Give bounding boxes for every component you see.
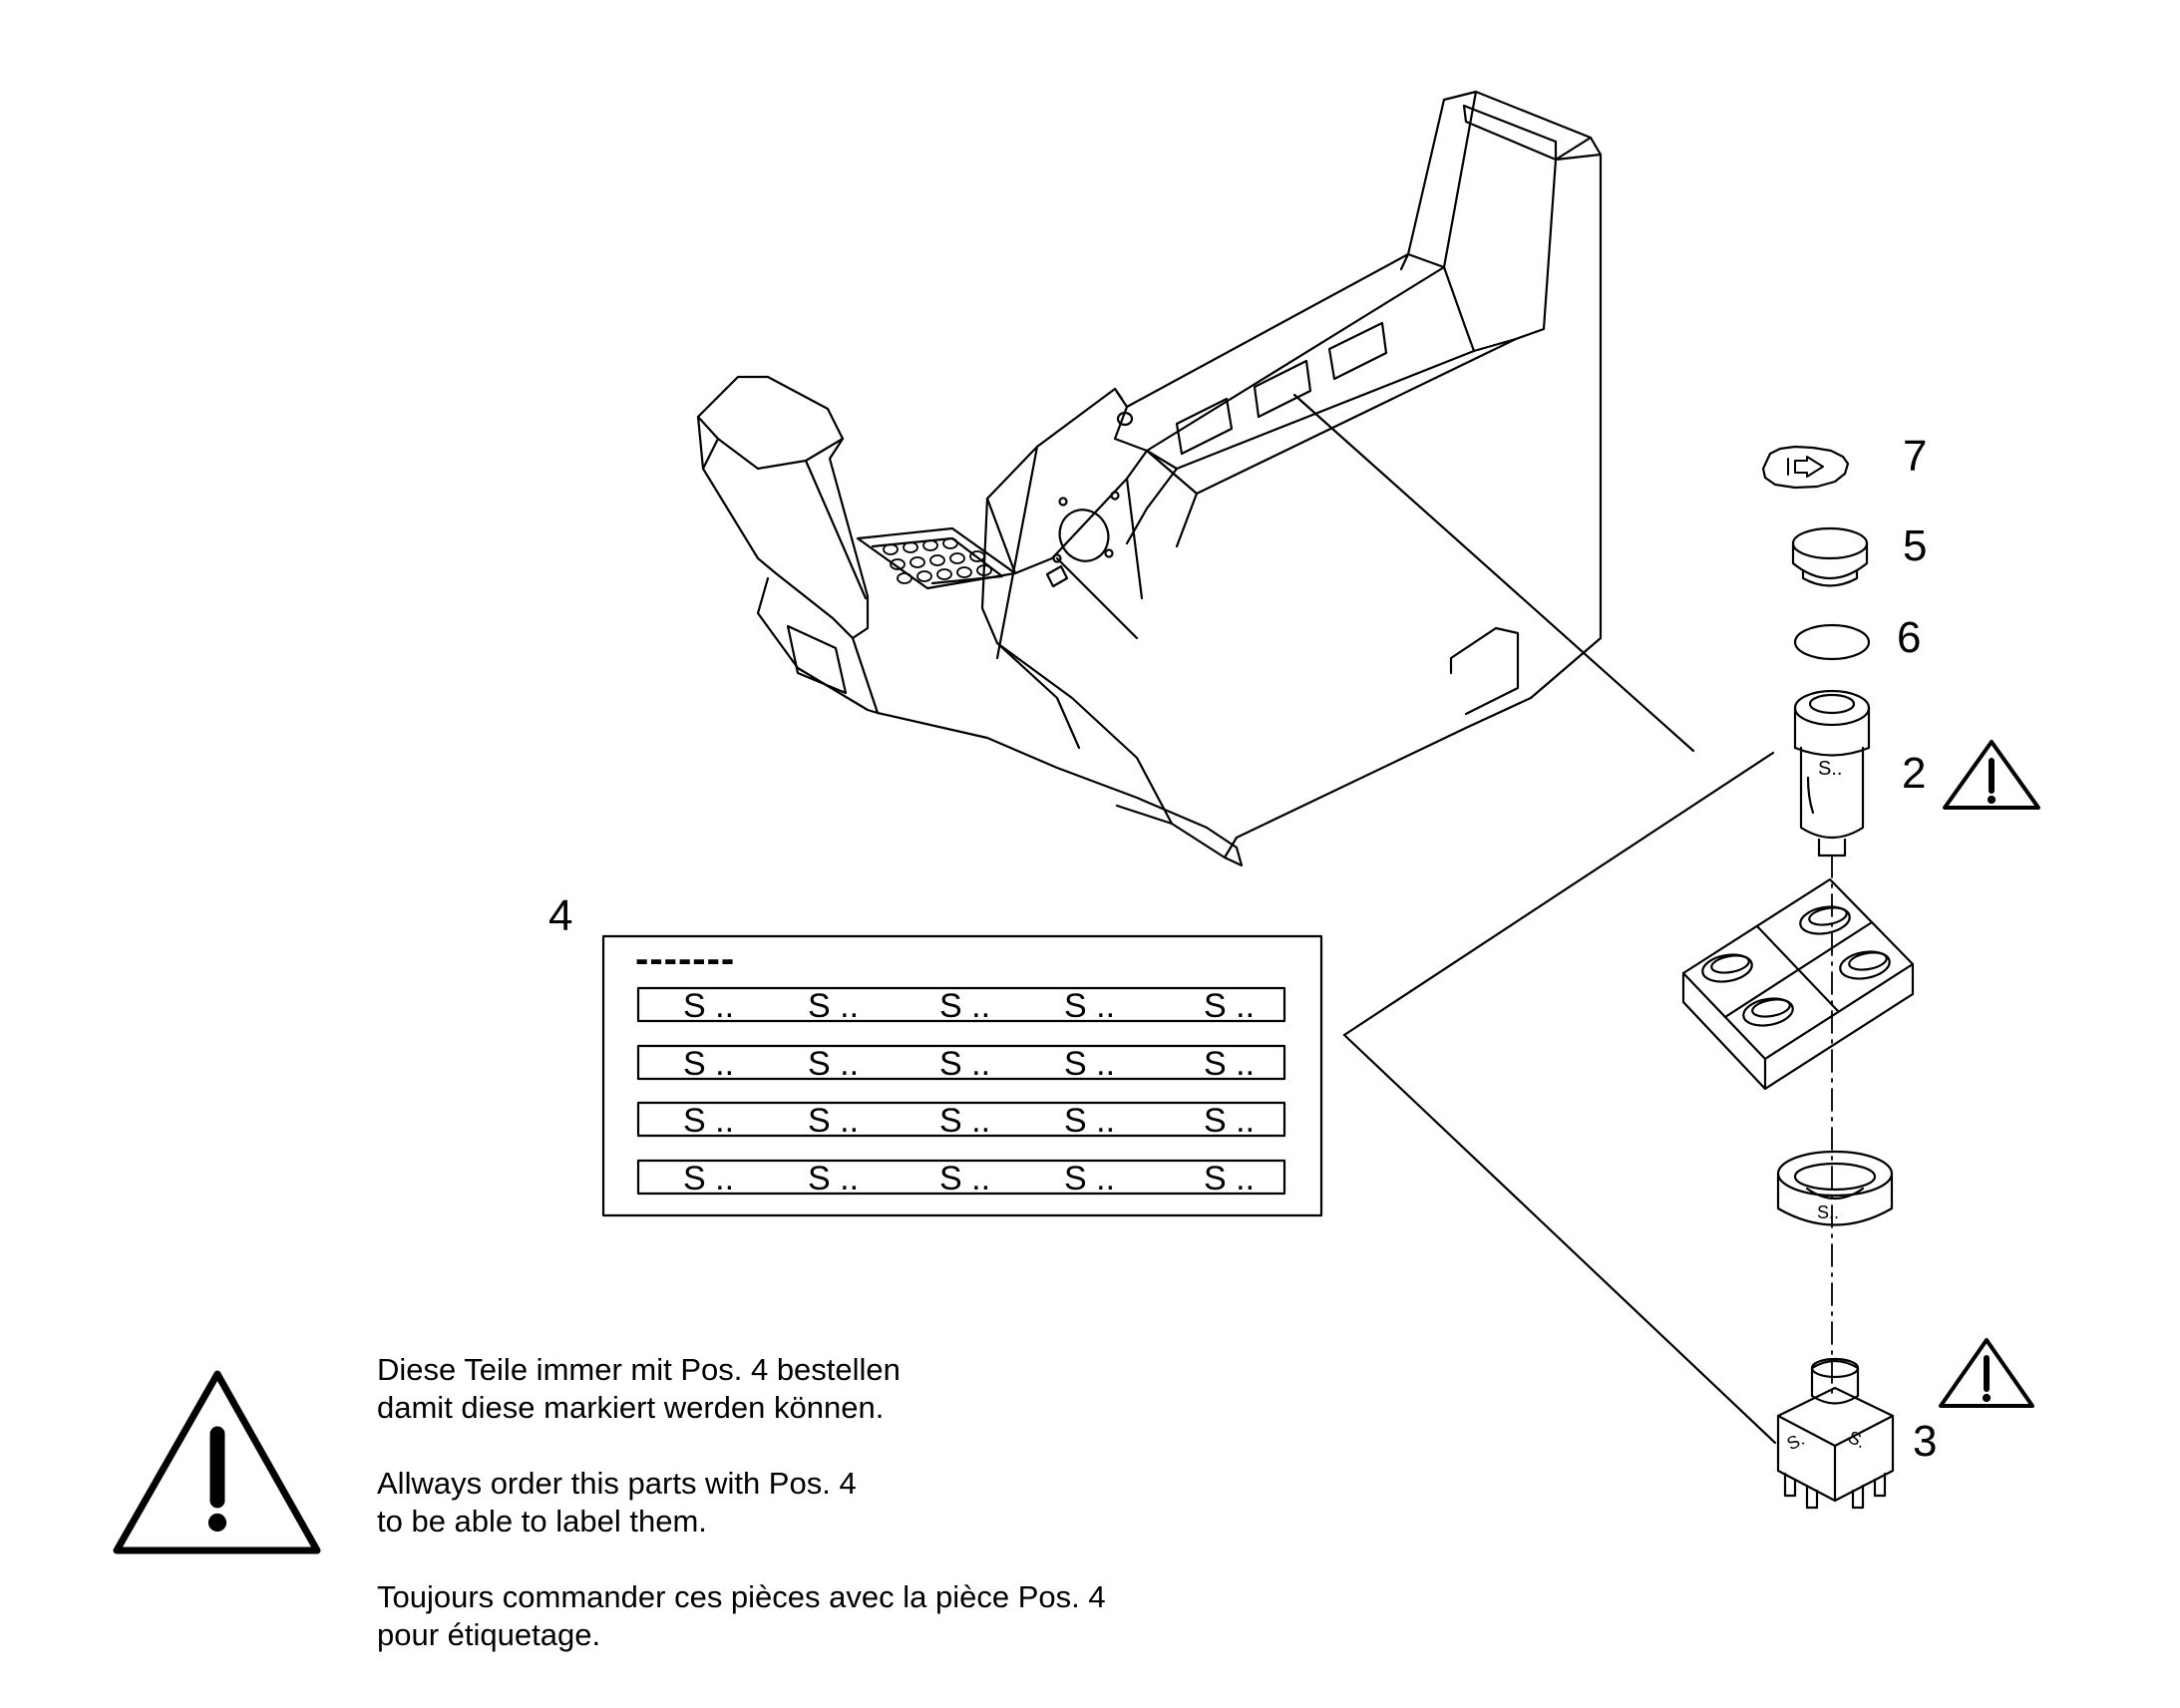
- label-cell: S ..: [683, 1045, 734, 1083]
- part-number-2: 2: [1902, 749, 1926, 798]
- part-5-cap: [1791, 526, 1869, 587]
- label-cell: S ..: [1204, 987, 1255, 1025]
- note-de-line-1: Diese Teile immer mit Pos. 4 bestellen: [377, 1352, 901, 1387]
- arrow-symbol-icon: [1787, 456, 1824, 478]
- switch-right-mark: S.: [1845, 1427, 1869, 1452]
- label-cell: S ..: [939, 1102, 990, 1140]
- part-number-4: 4: [548, 891, 572, 940]
- part-2-switch: [1793, 689, 1871, 857]
- label-sheet-cells: S .. S .. S .. S .. S .. S .. S .. S .. S .. S ..…: [683, 987, 1255, 1197]
- part-number-5: 5: [1903, 521, 1927, 570]
- note-english: Allways order this parts with Pos. 4 to …: [377, 1465, 1274, 1540]
- label-sheet-header: -------: [635, 937, 735, 981]
- note-fr-line-2: pour étiquetage.: [377, 1617, 601, 1652]
- label-cell: S ..: [1064, 1102, 1115, 1140]
- leader-console: [1292, 393, 1695, 753]
- note-en-line-1: Allways order this parts with Pos. 4: [377, 1466, 857, 1501]
- label-cell: S ..: [1064, 987, 1115, 1025]
- label-cell: S ..: [1204, 1102, 1255, 1140]
- label-cell: S ..: [683, 1160, 734, 1197]
- label-cell: S ..: [1204, 1160, 1255, 1197]
- label-cell: S ..: [683, 987, 734, 1025]
- leader-3-to-sheet: [1342, 1033, 1777, 1445]
- bezel-ring: [1776, 1150, 1894, 1226]
- note-en-line-2: to be able to label them.: [377, 1504, 707, 1538]
- part-number-6: 6: [1897, 613, 1921, 662]
- part-6-o-ring: [1793, 623, 1871, 661]
- note-french: Toujours commander ces pièces avec la pi…: [377, 1578, 1274, 1654]
- note-de-line-2: damit diese markiert werden können.: [377, 1390, 885, 1425]
- label-cell: S ..: [939, 1160, 990, 1197]
- switch-left-mark: S.: [1784, 1429, 1808, 1454]
- part-3-switch-housing: [1776, 1357, 1895, 1510]
- label-cell: S ..: [1204, 1045, 1255, 1083]
- label-cell: S ..: [808, 987, 859, 1025]
- part-number-3: 3: [1913, 1417, 1937, 1466]
- label-cell: S ..: [1064, 1160, 1115, 1197]
- warning-triangle-icon: [1939, 1338, 2034, 1408]
- label-cell: S ..: [808, 1102, 859, 1140]
- label-cell: S ..: [808, 1045, 859, 1083]
- warning-triangle-icon: [113, 1370, 321, 1554]
- note-german: Diese Teile immer mit Pos. 4 bestellen d…: [377, 1351, 1274, 1427]
- switch-cap-mark: S..: [1818, 758, 1842, 780]
- label-cell: S ..: [683, 1102, 734, 1140]
- part-7-symbol-insert: [1761, 445, 1850, 490]
- label-cell: S ..: [939, 1045, 990, 1083]
- leader-2-to-sheet: [1342, 751, 1775, 1037]
- label-cell: S ..: [808, 1160, 859, 1197]
- part-number-7: 7: [1903, 432, 1927, 481]
- frame-plate: [1681, 877, 1915, 1091]
- label-sheet: [601, 934, 1323, 1217]
- warning-triangle-icon: [1943, 740, 2040, 810]
- label-cell: S ..: [939, 987, 990, 1025]
- label-cell: S ..: [1064, 1045, 1115, 1083]
- center-console: [696, 90, 1603, 867]
- order-notes: Diese Teile immer mit Pos. 4 bestellen d…: [377, 1351, 1274, 1692]
- note-fr-line-1: Toujours commander ces pièces avec la pi…: [377, 1579, 1106, 1614]
- bezel-mark: S..: [1817, 1202, 1839, 1222]
